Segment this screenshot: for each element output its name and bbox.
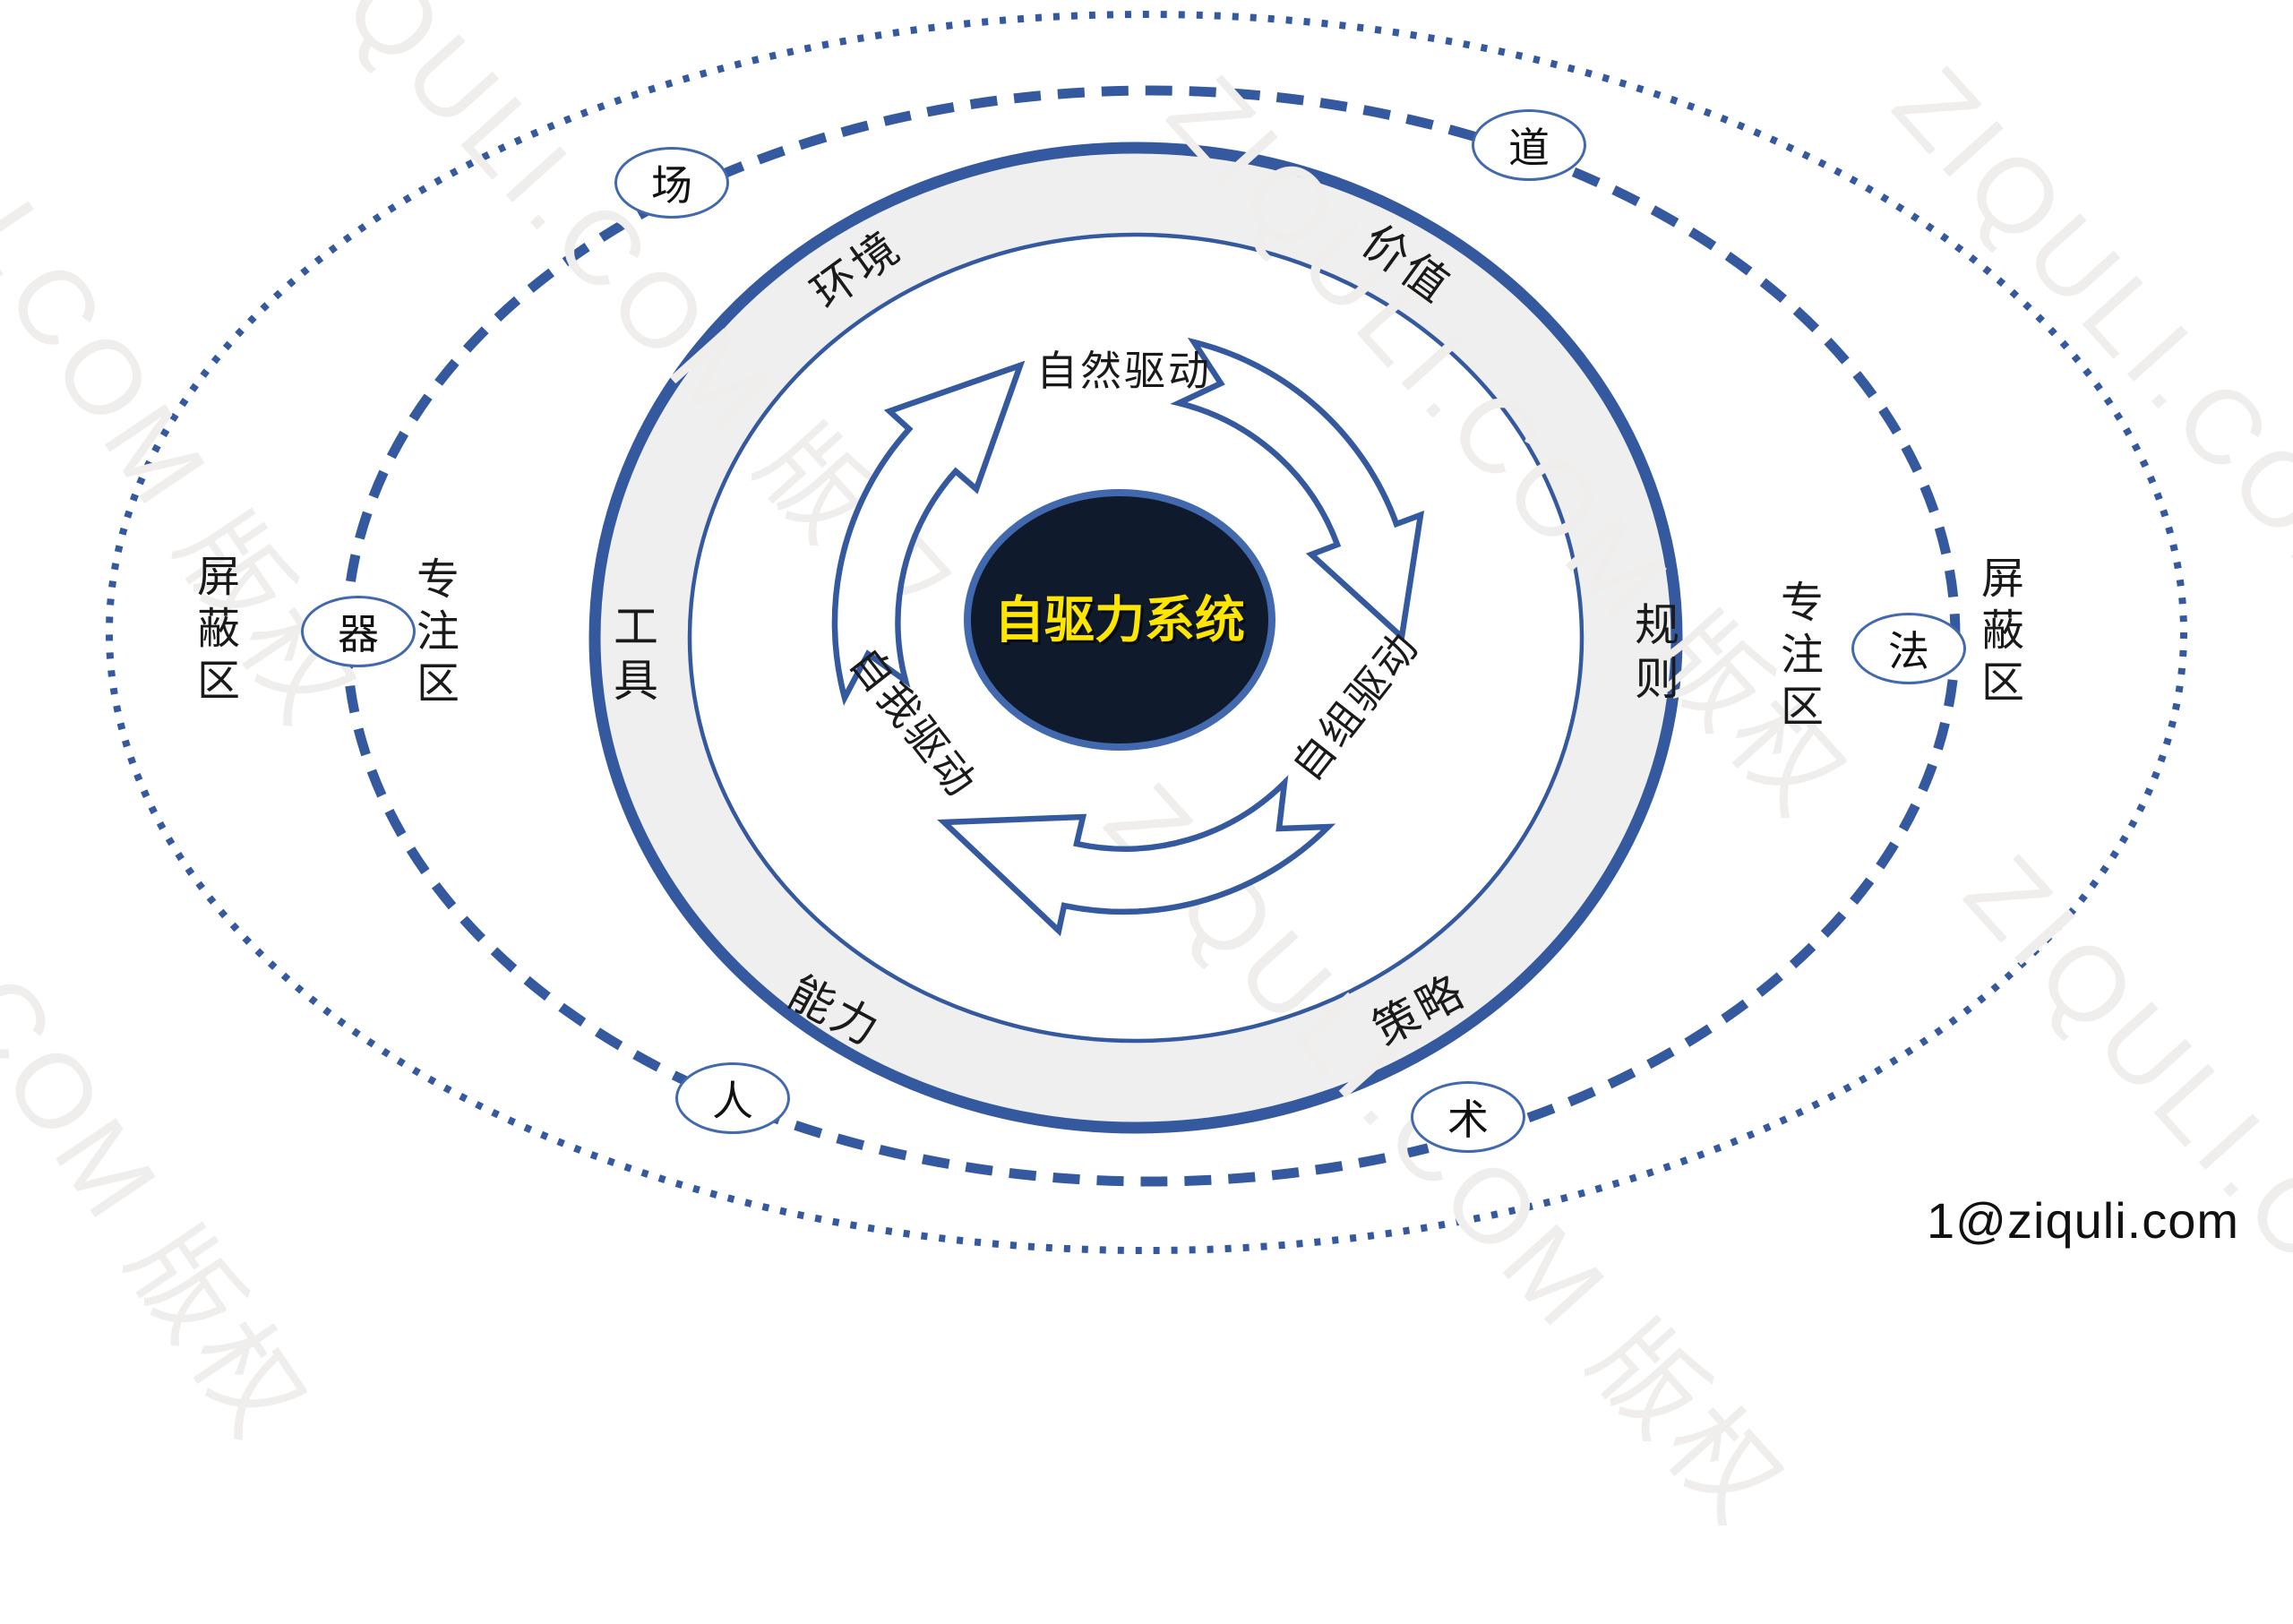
- ring-label-environment: 环境: [803, 220, 911, 319]
- zone-label-shield-right: 屏蔽区: [1974, 555, 2022, 711]
- zone-label-shield-left: 屏蔽区: [190, 554, 237, 709]
- footer-email: 1@ziquli.com: [1927, 1192, 2239, 1249]
- orbit-node-field: 场: [614, 147, 729, 219]
- watermark-text: ZIQULI.COM 版权: [1870, 45, 2293, 831]
- cycle-label-natural-drive: 自然驱动: [1036, 348, 1212, 394]
- center-system-label: 自驱力系统: [994, 591, 1245, 649]
- orbit-node-person: 人: [675, 1062, 790, 1134]
- cycle-label-self-drive: 自我驱动: [840, 639, 986, 807]
- zone-label-focus-left: 专注区: [409, 556, 457, 712]
- ring-label-tools: 工具: [607, 603, 657, 710]
- cycle-label-self-organized-drive: 自组驱动: [1283, 622, 1429, 790]
- orbit-node-instrument: 器: [301, 596, 416, 667]
- zone-label-focus-right: 专注区: [1773, 580, 1821, 735]
- ring-label-rules: 规则: [1628, 601, 1679, 709]
- ring-label-ability: 能力: [780, 967, 889, 1057]
- watermark-text: ZIQULI.COM 版权: [249, 0, 975, 652]
- orbit-node-method: 法: [1851, 613, 1966, 684]
- orbit-node-technique: 术: [1411, 1081, 1525, 1153]
- orbit-node-dao: 道: [1472, 109, 1586, 181]
